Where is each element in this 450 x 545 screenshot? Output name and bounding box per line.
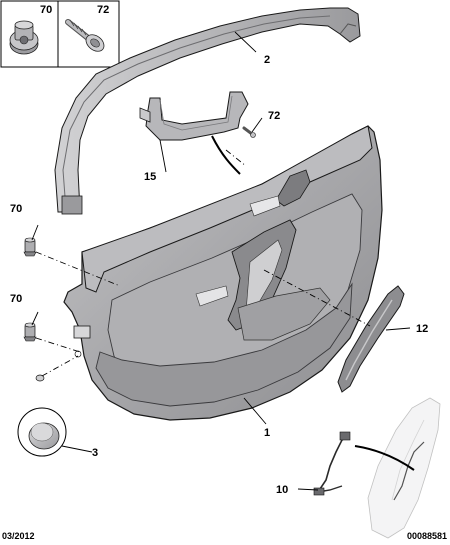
trim-strip-part: [337, 285, 405, 393]
clip-nut-lower-icon: [23, 322, 37, 342]
window-frame-trim-part: [54, 7, 361, 215]
bracket-screw-icon: [242, 126, 256, 138]
fastener-inset-box: 70 72: [0, 0, 120, 68]
footer-reference-number: 00088581: [406, 531, 447, 541]
callout-1: 1: [264, 427, 270, 439]
callout-70-upper: 70: [10, 203, 22, 215]
callout-10: 10: [276, 484, 288, 496]
callout-3: 3: [92, 447, 98, 459]
inset-label-70: 70: [40, 4, 52, 16]
callout-70-lower: 70: [10, 293, 22, 305]
clip-nut-icon: [9, 20, 39, 55]
leader-lines: [31, 31, 411, 491]
callout-2: 2: [264, 54, 270, 66]
clip-nut-upper-icon: [23, 237, 37, 257]
door-trim-panel-part: [63, 125, 383, 421]
screw-icon: [65, 19, 105, 52]
cover-cap-small-icon: [35, 374, 45, 382]
assembly-arrow-icon: [211, 135, 415, 471]
callout-12: 12: [416, 323, 428, 335]
door-bracket-part: [139, 91, 249, 141]
footer-date: 03/2012: [2, 531, 35, 541]
callout-72: 72: [268, 110, 280, 122]
ghost-door-outline: [367, 397, 441, 539]
inset-label-72: 72: [97, 4, 109, 16]
callout-15: 15: [144, 171, 156, 183]
cover-cap-magnified-icon: [17, 407, 67, 457]
